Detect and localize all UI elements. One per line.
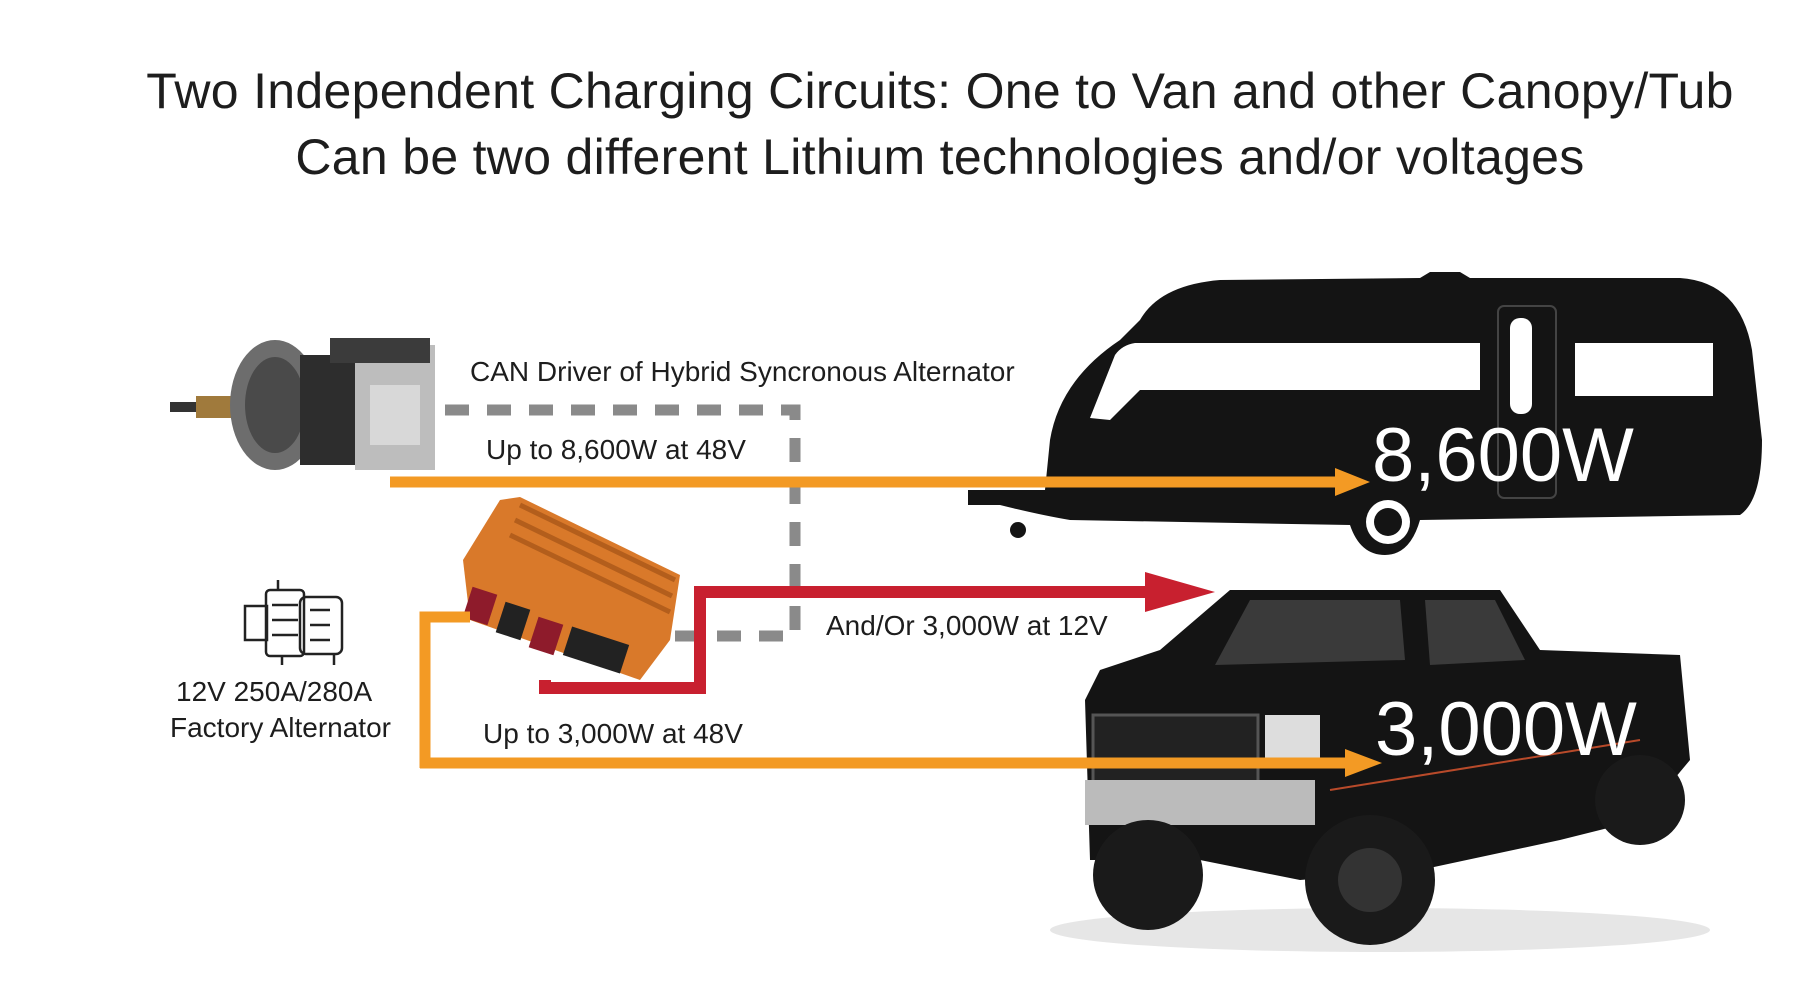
factory-alternator-spec: 12V 250A/280A bbox=[176, 676, 373, 707]
van-power-label: 8,600W bbox=[1372, 413, 1634, 498]
van-circuit-label: Up to 8,600W at 48V bbox=[486, 434, 746, 465]
truck-power-label: 3,000W bbox=[1375, 687, 1637, 772]
trailer-image bbox=[968, 272, 1762, 555]
factory-alternator-label: Factory Alternator bbox=[170, 712, 391, 743]
truck-12v-circuit-arrow bbox=[539, 572, 1215, 694]
hybrid-alternator-image bbox=[170, 338, 435, 470]
title-line-1: Two Independent Charging Circuits: One t… bbox=[146, 63, 1734, 119]
truck-48v-circuit-arrow bbox=[419, 611, 1382, 777]
van-circuit-arrow bbox=[390, 468, 1370, 496]
truck-48v-circuit-label: Up to 3,000W at 48V bbox=[483, 718, 743, 749]
factory-alternator-icon bbox=[243, 580, 344, 665]
truck-12v-circuit-label: And/Or 3,000W at 12V bbox=[826, 610, 1108, 641]
title-line-2: Can be two different Lithium technologie… bbox=[295, 129, 1585, 185]
can-bus-dashed-line bbox=[445, 404, 801, 642]
pickup-truck-image bbox=[1050, 590, 1710, 952]
dc-dc-controller-image bbox=[462, 497, 680, 680]
can-driver-label: CAN Driver of Hybrid Syncronous Alternat… bbox=[470, 356, 1015, 387]
